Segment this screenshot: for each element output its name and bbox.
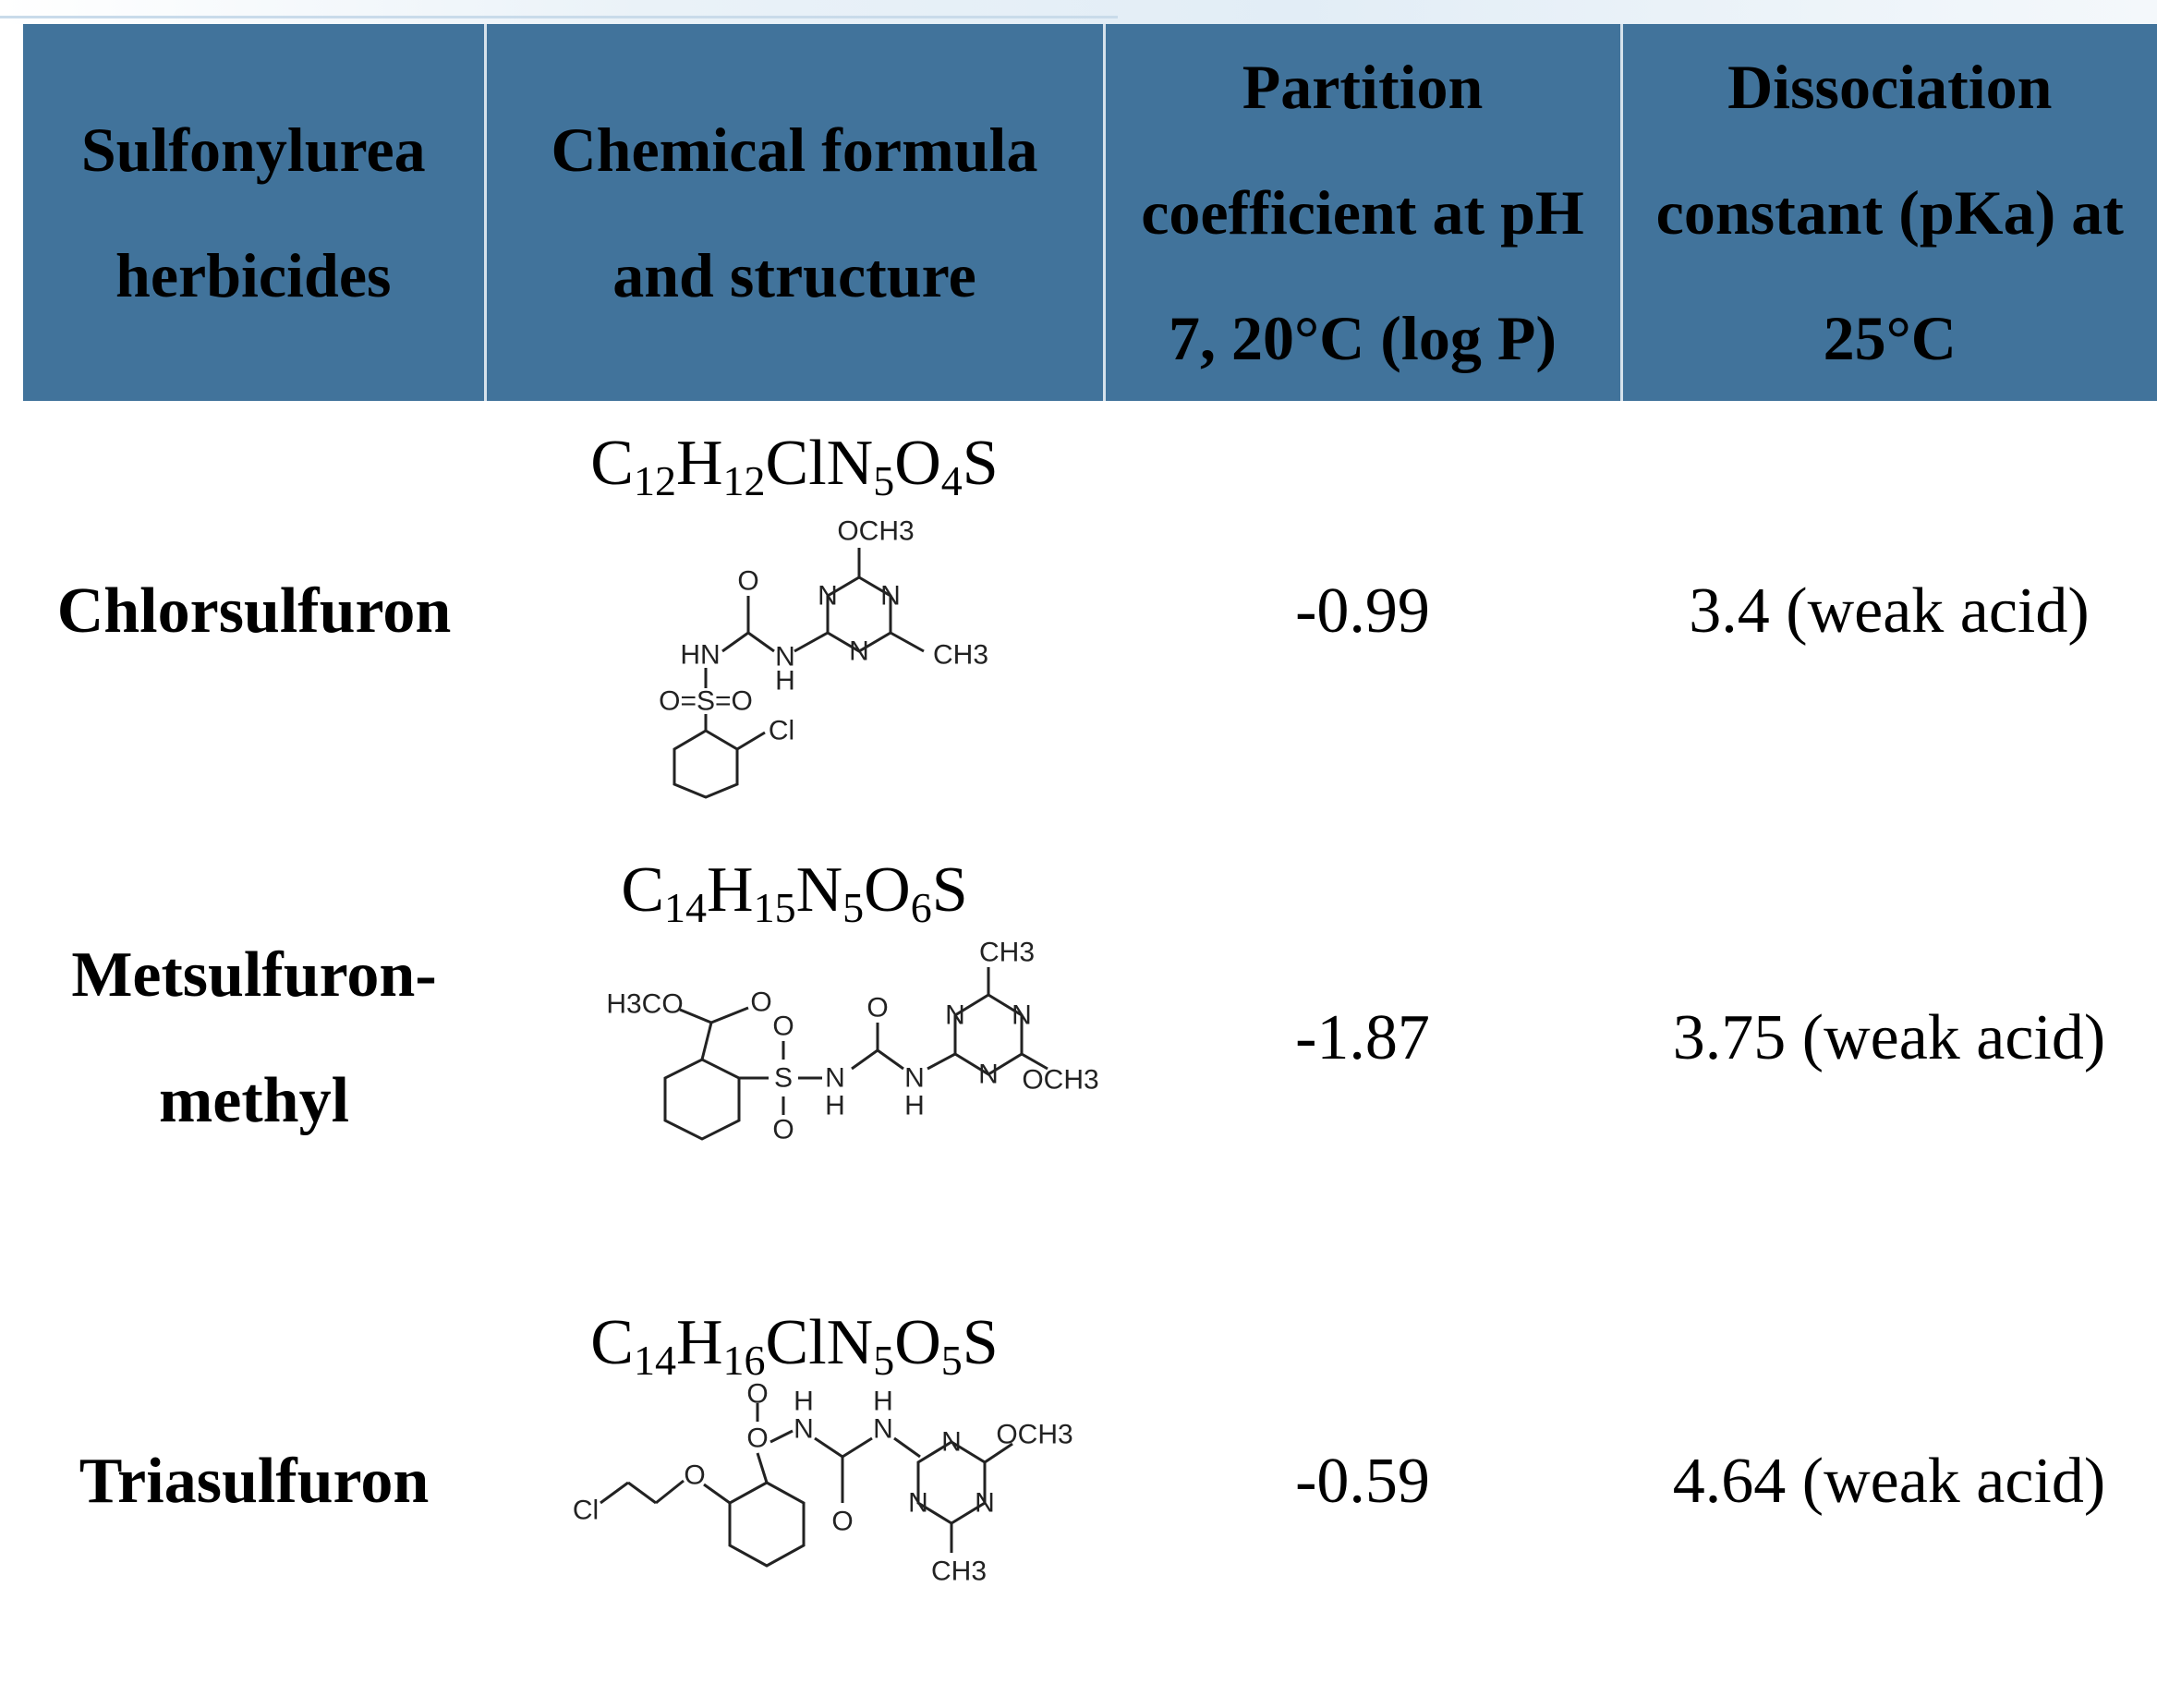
log-p-value: -1.87 xyxy=(1295,1002,1430,1073)
svg-text:N: N xyxy=(873,1414,893,1445)
top-decorative-band xyxy=(0,0,2157,24)
header-dissociation-constant: Dissociation constant (pKa) at 25°C xyxy=(1621,24,2157,401)
svg-text:N: N xyxy=(904,1063,925,1094)
chemical-formula: C14H15N5O6S xyxy=(621,854,968,931)
table-row: Chlorsulfuron C12H12ClN5O4S OCH3 N N N C… xyxy=(23,401,2157,821)
svg-text:N: N xyxy=(849,636,869,666)
svg-text:N: N xyxy=(794,1414,814,1445)
svg-text:Cl: Cl xyxy=(769,715,794,745)
table-row: Triasulfuron C14H16ClN5O5S H N H N O O O xyxy=(23,1255,2157,1708)
svg-text:N: N xyxy=(825,1063,845,1094)
svg-text:H: H xyxy=(904,1091,925,1121)
pka-value: 3.75 (weak acid) xyxy=(1672,1002,2106,1073)
svg-text:O: O xyxy=(746,1383,768,1410)
svg-text:O: O xyxy=(737,565,758,596)
svg-text:O: O xyxy=(866,993,888,1024)
pka-value: 4.64 (weak acid) xyxy=(1672,1446,2106,1517)
metsulfuron-methyl-structure: CH3 N N N OCH3 N H O N H xyxy=(606,938,1098,1145)
svg-text:Cl: Cl xyxy=(573,1496,599,1526)
svg-text:O: O xyxy=(772,1011,794,1042)
svg-text:N: N xyxy=(908,1488,928,1519)
svg-text:N: N xyxy=(941,1427,962,1458)
svg-text:O: O xyxy=(831,1507,853,1537)
chlorsulfuron-structure: OCH3 N N N CH3 N H O HN O=S=O xyxy=(659,515,988,799)
svg-text:N: N xyxy=(978,1060,999,1090)
svg-text:H: H xyxy=(873,1387,893,1417)
svg-text:CH3: CH3 xyxy=(979,938,1035,968)
header-herbicides: Sulfonylurea herbicides xyxy=(23,24,487,401)
triasulfuron-structure: H N H N O O O O xyxy=(573,1383,1073,1587)
svg-text:N: N xyxy=(818,580,838,611)
formula-structure-cell: C14H15N5O6S CH3 N N N OCH3 N H O xyxy=(485,821,1104,1255)
svg-text:S: S xyxy=(774,1063,793,1094)
chemical-formula: C14H16ClN5O5S xyxy=(590,1307,999,1384)
pka-value: 3.4 (weak acid) xyxy=(1689,575,2090,647)
svg-text:N: N xyxy=(1012,1000,1032,1031)
table-row: Metsulfuron- methyl C14H15N5O6S CH3 N N … xyxy=(23,821,2157,1255)
svg-text:OCH3: OCH3 xyxy=(996,1420,1072,1450)
svg-text:N: N xyxy=(975,1488,995,1519)
header-row: Sulfonylurea herbicides Chemical formula… xyxy=(23,24,2157,401)
herbicide-name: Chlorsulfuron xyxy=(56,575,452,647)
svg-text:O: O xyxy=(750,987,771,1018)
herbicide-name: Triasulfuron xyxy=(79,1446,430,1517)
svg-text:H: H xyxy=(825,1091,845,1121)
svg-text:O=S=O: O=S=O xyxy=(659,685,753,716)
formula-structure-cell: C14H16ClN5O5S H N H N O O O xyxy=(485,1255,1104,1708)
log-p-value: -0.59 xyxy=(1295,1446,1430,1517)
svg-text:N: N xyxy=(775,641,795,672)
header-partition-coefficient: Partition coefficient at pH 7, 20°C (log… xyxy=(1104,24,1623,401)
svg-text:H: H xyxy=(794,1387,814,1417)
svg-text:N: N xyxy=(880,580,901,611)
svg-text:H3CO: H3CO xyxy=(606,989,683,1020)
formula-structure-cell: C12H12ClN5O4S OCH3 N N N CH3 N H O xyxy=(485,401,1104,821)
log-p-value: -0.99 xyxy=(1295,575,1430,647)
svg-text:O: O xyxy=(746,1423,768,1454)
svg-text:N: N xyxy=(945,1000,965,1031)
svg-text:CH3: CH3 xyxy=(931,1557,987,1587)
svg-text:HN: HN xyxy=(680,639,720,670)
header-formula-structure: Chemical formula and structure xyxy=(485,24,1106,401)
herbicide-name: Metsulfuron- methyl xyxy=(71,939,437,1136)
svg-text:O: O xyxy=(684,1460,705,1491)
sulfonylurea-herbicide-table: Sulfonylurea herbicides Chemical formula… xyxy=(23,24,2157,1708)
svg-text:O: O xyxy=(772,1115,794,1145)
chemical-formula: C12H12ClN5O4S xyxy=(590,427,999,504)
svg-text:OCH3: OCH3 xyxy=(1022,1065,1098,1096)
svg-text:H: H xyxy=(775,665,795,696)
svg-text:OCH3: OCH3 xyxy=(837,515,914,546)
svg-text:CH3: CH3 xyxy=(933,639,988,670)
